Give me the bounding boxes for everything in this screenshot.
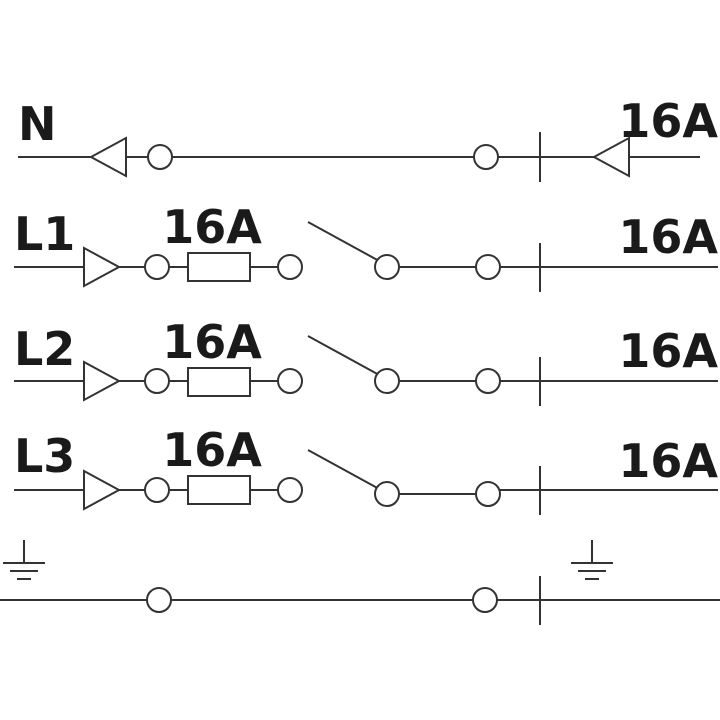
- terminal-l3-switch: [374, 481, 400, 507]
- rating-l3: 16A: [618, 434, 718, 488]
- arrow-right-icon: [83, 360, 122, 402]
- terminal-pe-out: [472, 587, 498, 613]
- switch-l2: [307, 335, 382, 377]
- terminal-l1-switch: [374, 254, 400, 280]
- row-l1: L1 16A 16A: [14, 200, 718, 292]
- row-pe: [0, 540, 720, 625]
- switch-l3: [307, 449, 382, 491]
- terminal-l2-switch: [374, 368, 400, 394]
- rating-l1: 16A: [618, 210, 718, 264]
- fuse-l1: [187, 252, 251, 282]
- switch-l1: [307, 221, 382, 263]
- row-l3: L3 16A 16A: [14, 423, 718, 515]
- terminal-l1-fuse-out: [277, 254, 303, 280]
- arrow-left-icon: [88, 136, 127, 178]
- terminal-l1-in: [144, 254, 170, 280]
- arrow-left-icon: [591, 136, 630, 178]
- terminal-l3-out: [475, 481, 501, 507]
- terminal-l2-in: [144, 368, 170, 394]
- row-l2: L2 16A 16A: [14, 315, 718, 406]
- terminal-l3-fuse-out: [277, 477, 303, 503]
- label-l3: L3: [14, 429, 75, 483]
- label-l2: L2: [14, 322, 75, 376]
- terminal-n-in: [147, 144, 173, 170]
- fuse-l2: [187, 367, 251, 397]
- fuse-rating-l1: 16A: [162, 200, 262, 254]
- row-n: N 16A: [18, 94, 718, 182]
- terminal-n-out: [473, 144, 499, 170]
- terminal-l3-in: [144, 477, 170, 503]
- terminal-l1-out: [475, 254, 501, 280]
- fuse-rating-l3: 16A: [162, 423, 262, 477]
- fuse-rating-l2: 16A: [162, 315, 262, 369]
- arrow-right-icon: [83, 469, 122, 511]
- fuse-l3: [187, 475, 251, 505]
- terminal-pe-in: [146, 587, 172, 613]
- label-n: N: [18, 97, 57, 151]
- terminal-l2-fuse-out: [277, 368, 303, 394]
- label-l1: L1: [14, 207, 75, 261]
- rating-n: 16A: [618, 94, 718, 148]
- arrow-right-icon: [83, 246, 122, 288]
- terminal-l2-out: [475, 368, 501, 394]
- ground-icon: [3, 540, 45, 580]
- ground-icon: [571, 540, 613, 580]
- rating-l2: 16A: [618, 324, 718, 378]
